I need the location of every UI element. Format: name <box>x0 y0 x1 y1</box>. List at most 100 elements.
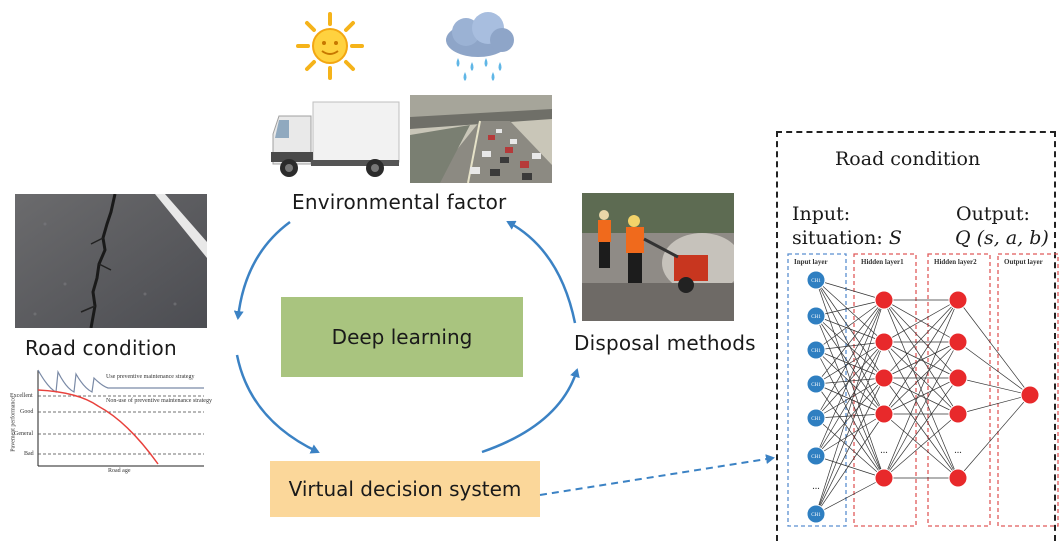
environmental-factor-label: Environmental factor <box>292 190 507 214</box>
level-general: General <box>14 431 33 437</box>
input-symbol: S <box>888 227 902 249</box>
road-workers-photo <box>582 193 734 321</box>
edge-hidden1-hidden2 <box>883 299 959 415</box>
edge-hidden2-output <box>957 377 1031 396</box>
edge-input-hidden1 <box>815 349 885 379</box>
neural-network-frame <box>776 131 1056 541</box>
edge-input-hidden1 <box>815 417 885 479</box>
edge-input-hidden1 <box>815 299 885 351</box>
input-node <box>806 306 826 326</box>
input-node <box>806 408 826 428</box>
hidden1-node <box>874 290 894 310</box>
input-node <box>806 340 826 360</box>
edge-input-hidden1 <box>815 341 885 457</box>
edge-input-hidden1 <box>815 299 885 317</box>
edge-input-hidden1 <box>815 377 885 419</box>
edge-input-hidden1 <box>815 413 885 457</box>
cracked-road-photo <box>15 194 207 328</box>
hidden2-node <box>948 468 968 488</box>
edge-input-hidden1 <box>815 279 885 343</box>
edge-input-hidden1 <box>815 299 885 515</box>
edge-input-hidden1 <box>815 315 885 415</box>
edge-input-hidden1 <box>815 315 885 479</box>
road-condition-label: Road condition <box>25 336 177 360</box>
arrow-disposal-to-env <box>506 220 577 324</box>
edge-input-hidden1 <box>815 279 885 301</box>
input-node-label: CH1 <box>811 315 821 320</box>
cycle-arrows <box>233 220 775 496</box>
edge-hidden1-hidden2 <box>883 377 959 415</box>
arrow-env-to-road <box>233 220 291 320</box>
hidden2-node <box>948 332 968 352</box>
edge-hidden1-hidden2 <box>883 341 959 479</box>
truck-photo <box>265 94 402 184</box>
output-formula: Q (s, a, b) <box>955 227 1049 249</box>
edge-input-hidden1 <box>815 299 885 457</box>
input-ellipsis: ... <box>812 481 820 492</box>
hidden2-node <box>948 290 968 310</box>
worker-2 <box>626 215 644 283</box>
input-label: Input: <box>792 203 851 225</box>
edge-hidden2-output <box>957 394 1031 415</box>
edge-hidden2-output <box>957 394 1031 479</box>
edge-input-hidden1 <box>815 377 885 515</box>
input-node-label: CH1 <box>811 279 821 284</box>
edge-hidden1-hidden2 <box>883 299 959 343</box>
input-node <box>806 446 826 466</box>
edge-input-hidden1 <box>815 349 885 479</box>
level-bad: Bad <box>24 451 34 457</box>
layer-label-input: Input layer <box>794 258 828 266</box>
hidden1-ellipsis: ... <box>880 445 888 456</box>
hidden1-node <box>874 468 894 488</box>
input-node <box>806 504 826 524</box>
hidden2-node <box>948 368 968 388</box>
edge-input-hidden1 <box>815 315 885 379</box>
edge-hidden1-hidden2 <box>883 299 959 479</box>
edge-hidden2-output <box>957 299 1031 396</box>
performance-chart: Use preventive maintenance strategy Non-… <box>8 366 212 476</box>
edge-hidden1-hidden2 <box>883 413 959 479</box>
edge-input-hidden1 <box>815 341 885 351</box>
hidden2-node <box>948 404 968 424</box>
layer-label-output: Output layer <box>1004 258 1043 266</box>
input-situation-text: situation: <box>792 227 883 249</box>
level-good: Good <box>20 409 34 415</box>
edge-hidden1-hidden2 <box>883 341 959 379</box>
worker-1 <box>598 210 611 268</box>
input-situation: situation: S <box>792 227 902 249</box>
edge-input-hidden1 <box>815 477 885 515</box>
edge-input-hidden1 <box>815 377 885 385</box>
arrow-vds-to-disposal <box>481 368 580 454</box>
virtual-decision-system-box: Virtual decision system <box>270 461 540 517</box>
edge-input-hidden1 <box>815 349 885 415</box>
preventive-curve <box>37 369 204 393</box>
input-node <box>806 374 826 394</box>
input-node <box>806 270 826 290</box>
edge-hidden1-hidden2 <box>883 377 959 479</box>
input-node-label: CH1 <box>811 383 821 388</box>
edge-hidden1-hidden2 <box>883 341 959 415</box>
sun-icon <box>292 10 368 82</box>
edge-input-hidden1 <box>815 455 885 479</box>
layer-label-hidden2: Hidden layer2 <box>934 258 977 266</box>
edge-input-hidden1 <box>815 299 885 419</box>
edge-input-hidden1 <box>815 315 885 343</box>
hidden2-ellipsis: ... <box>954 445 962 456</box>
curve-label-non-preventive: Non-use of preventive maintenance strate… <box>106 398 212 404</box>
output-label: Output: <box>956 203 1030 225</box>
rain-cloud-icon <box>438 12 520 84</box>
layer-label-hidden1: Hidden layer1 <box>861 258 904 266</box>
input-node-label: CH1 <box>811 455 821 460</box>
disposal-methods-label: Disposal methods <box>574 331 756 355</box>
edge-input-hidden1 <box>815 341 885 385</box>
edge-input-hidden1 <box>815 341 885 419</box>
edge-input-hidden1 <box>815 413 885 419</box>
hidden1-node <box>874 368 894 388</box>
traffic-photo <box>410 95 552 183</box>
edge-input-hidden1 <box>815 341 885 515</box>
non-preventive-curve <box>37 389 159 465</box>
edge-input-hidden1 <box>815 377 885 457</box>
arrow-road-to-vds <box>235 354 320 454</box>
hidden1-node <box>874 404 894 424</box>
edge-hidden1-hidden2 <box>883 299 959 379</box>
